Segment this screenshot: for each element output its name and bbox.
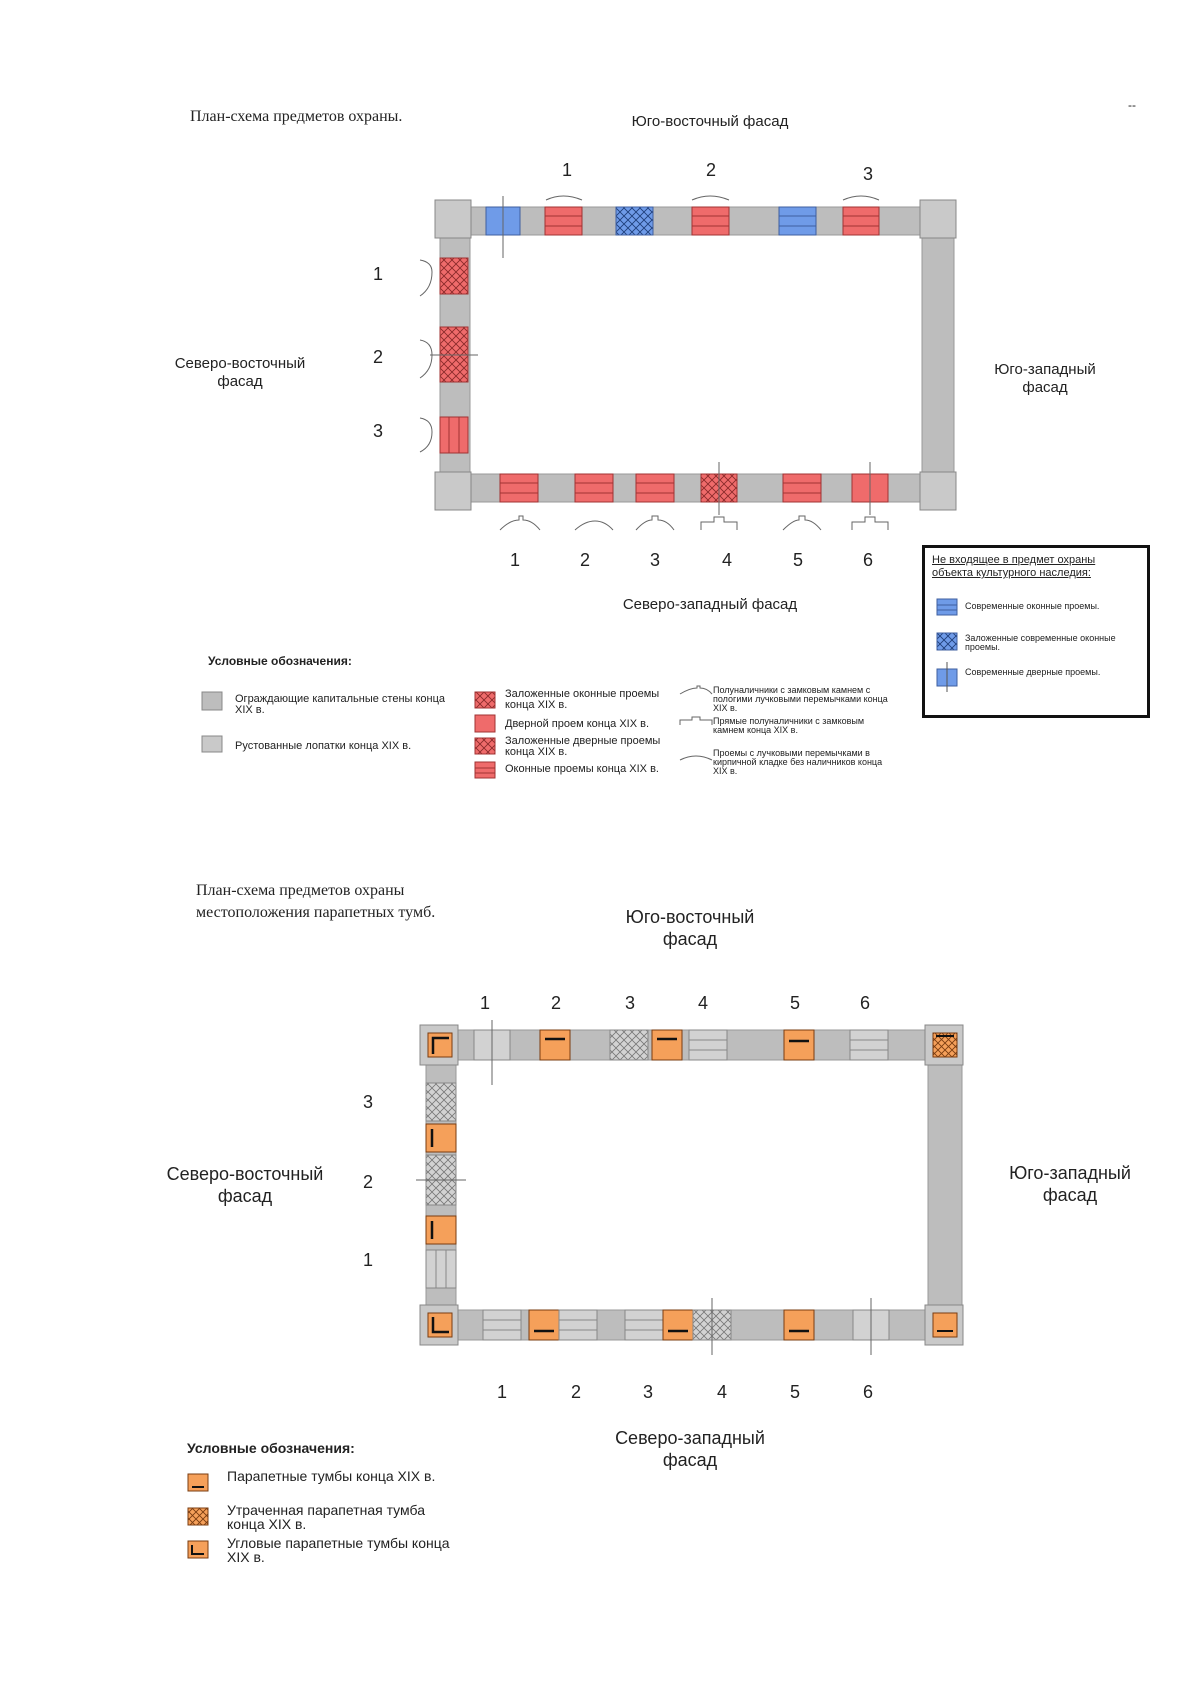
plan1-legend-title: Условные обозначения: — [208, 654, 352, 668]
plan1-bottom-number: 5 — [792, 550, 803, 570]
plan2-facade-southwest: Юго-западный фасад — [1009, 1163, 1131, 1205]
excluded-legend-box — [922, 545, 1150, 718]
plan2-facade-southeast: Юго-восточный фасад — [625, 907, 755, 949]
legend-arched-no-surround: Проемы с лучковыми перемычками в кирпичн… — [713, 748, 883, 776]
legend-blocked-doors: Заложенные дверные проемы конца XIX в. — [505, 735, 661, 758]
plan2-top-number: 5 — [789, 993, 800, 1013]
legend-door: Дверной проем конца XIX в. — [505, 718, 650, 730]
legend-half-surround-arched: Полуналичники с замковым камнем с пологи… — [713, 685, 888, 713]
plan1-title: План-схема предметов охраны. — [190, 108, 403, 125]
plan1-top-number: 3 — [862, 164, 873, 184]
legend-walls: Ограждающие капитальные стены конца XIX … — [235, 693, 446, 716]
plan2-bottom-number: 4 — [716, 1382, 727, 1402]
plan1-facade-southeast: Юго-восточный фасад — [631, 113, 789, 130]
plan1-building — [419, 195, 957, 531]
plan2-left-number: 2 — [362, 1172, 373, 1192]
plan1-top-number: 1 — [561, 160, 572, 180]
excluded-modern-doors: Современные дверные проемы. — [965, 667, 1101, 677]
plan1-facade-northwest: Северо-западный фасад — [622, 596, 798, 613]
plan1-legend-swatches — [201, 598, 958, 779]
excluded-legend-title: Не входящее в предмет охраны объекта кул… — [932, 554, 1096, 579]
plan1-top-number: 2 — [705, 160, 716, 180]
plan2-legend-swatches — [187, 1473, 209, 1559]
page-marker: -- — [1128, 98, 1136, 112]
plan1-left-number: 3 — [372, 421, 383, 441]
excluded-modern-windows: Современные оконные проемы. — [965, 601, 1100, 611]
plan2-top-number: 2 — [550, 993, 561, 1013]
plan2-legend-title: Условные обозначения: — [187, 1440, 355, 1456]
plan2-top-number: 4 — [697, 993, 708, 1013]
plan1-bottom-number: 3 — [649, 550, 660, 570]
plan2-bottom-number: 1 — [496, 1382, 507, 1402]
legend-windows: Оконные проемы конца XIX в. — [505, 763, 659, 775]
plan2-top-number: 6 — [859, 993, 870, 1013]
plan2-left-number: 3 — [362, 1092, 373, 1112]
plan2-left-number: 1 — [362, 1250, 373, 1270]
plan2-facade-northeast: Северо-восточный фасад — [166, 1164, 324, 1206]
legend-corner-parapet: Угловые парапетные тумбы конца XIX в. — [227, 1535, 450, 1565]
legend-half-surround-straight: Прямые полуналичники с замковым камнем к… — [713, 716, 865, 735]
plan1-bottom-number: 2 — [579, 550, 590, 570]
plan1-facade-southwest: Юго-западный фасад — [994, 361, 1096, 396]
plan2-title: План-схема предметов охраны местоположен… — [196, 882, 436, 921]
plan2-facade-northwest: Северо-западный фасад — [615, 1428, 765, 1470]
plan1-bottom-number: 1 — [509, 550, 520, 570]
legend-lost-parapet: Утраченная парапетная тумба конца XIX в. — [227, 1502, 425, 1532]
plan2-building — [416, 1020, 964, 1355]
plan2-top-number: 1 — [479, 993, 490, 1013]
legend-parapet: Парапетные тумбы конца XIX в. — [227, 1468, 436, 1484]
plan1-facade-northeast: Северо-восточный фасад — [174, 355, 306, 390]
plan2-bottom-number: 5 — [789, 1382, 800, 1402]
legend-pilasters: Рустованные лопатки конца XIX в. — [235, 740, 412, 752]
excluded-blocked-modern-windows: Заложенные современные оконные проемы. — [965, 633, 1116, 652]
plan1-left-number: 2 — [372, 347, 383, 367]
plan1-left-number: 1 — [372, 264, 383, 284]
plan2-bottom-number: 2 — [570, 1382, 581, 1402]
plan2-top-number: 3 — [624, 993, 635, 1013]
plan2-bottom-number: 3 — [642, 1382, 653, 1402]
legend-blocked-windows: Заложенные оконные проемы конца XIX в. — [505, 688, 660, 711]
plan2-bottom-number: 6 — [862, 1382, 873, 1402]
plan1-bottom-number: 4 — [721, 550, 732, 570]
plan1-bottom-number: 6 — [862, 550, 873, 570]
